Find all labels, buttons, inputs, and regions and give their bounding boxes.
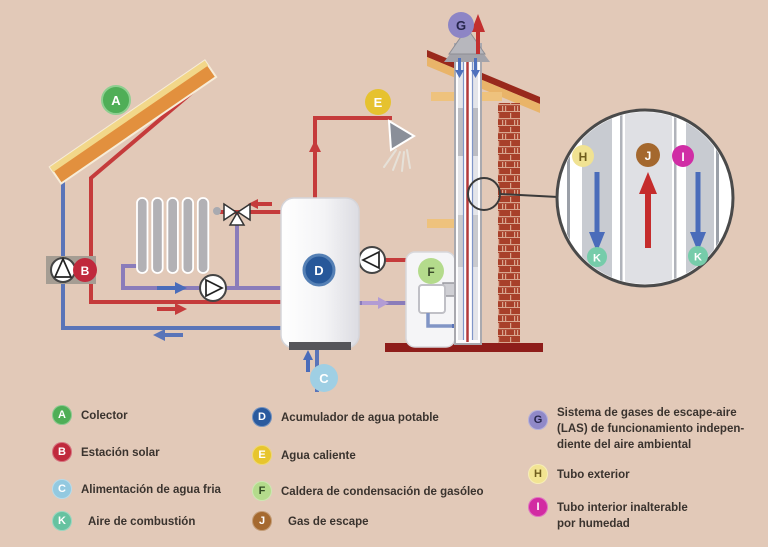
detail-arrow-air-right	[695, 172, 701, 234]
arrow-hot-right	[157, 303, 187, 315]
legend-item-las: G Sistema de gases de escape-aire (LAS) …	[528, 402, 744, 453]
marker-inner-tube	[672, 145, 694, 167]
shower-spray	[383, 149, 411, 172]
marker-tank-letter: D	[314, 263, 323, 278]
pipe-solar-hot	[89, 76, 281, 304]
legend-badge-I: I	[528, 497, 548, 517]
marker-combustion-air-left-letter: K	[593, 253, 601, 265]
brick-wall	[498, 103, 520, 345]
boiler-panel	[418, 284, 446, 314]
callout-line	[499, 193, 559, 198]
marker-outer-tube-letter: H	[579, 150, 588, 164]
legend-item-tubo-interior: I Tubo interior inalterable por humedad	[528, 497, 688, 532]
arrow-exhaust-up	[471, 14, 485, 54]
boiler-pump-rotor	[361, 250, 380, 270]
storage-tank-base	[289, 342, 351, 350]
legend-label-las-line2: (LAS) de funcionamiento indepen-	[557, 423, 745, 435]
legend-item-caldera: F Caldera de condensación de gasóleo	[252, 481, 484, 501]
legend-badge-A: A	[52, 405, 72, 425]
marker-hot-water	[365, 89, 391, 115]
marker-cold-water	[310, 364, 338, 392]
arrow-return-right	[157, 282, 187, 294]
marker-solar-station-letter: B	[81, 264, 90, 278]
marker-combustion-air-right-letter: K	[694, 252, 702, 264]
marker-exhaust-gas	[636, 143, 660, 167]
legend-item-agua-caliente: E Agua caliente	[252, 445, 356, 465]
legend-label-agua-fria: Alimentación de agua fria	[81, 484, 221, 496]
arrow-cold-left	[153, 329, 183, 341]
legend-item-tubo-exterior: H Tubo exterior	[528, 464, 630, 484]
legend-badge-K: K	[52, 511, 72, 531]
marker-las-system	[448, 12, 474, 38]
marker-boiler	[418, 258, 444, 284]
arrow-riser-up	[309, 140, 321, 168]
legend-label-las-line3: diente del aire ambiental	[557, 439, 692, 451]
legend-item-aire-combustion: K Aire de combustión	[52, 511, 195, 531]
marker-tank	[302, 253, 336, 287]
detail-arrow-air-left	[594, 172, 600, 234]
marker-solar-station	[73, 258, 97, 282]
legend-badge-H: H	[528, 464, 548, 484]
legend-badge-J: J	[252, 511, 272, 531]
legend-item-acumulador: D Acumulador de agua potable	[252, 407, 439, 427]
detail-arrow-exhaust	[645, 192, 651, 248]
legend-label-las-line1: Sistema de gases de escape-aire	[557, 407, 737, 419]
marker-inner-tube-letter: I	[681, 150, 684, 164]
ceiling-beam-lower	[427, 219, 473, 228]
legend-label-tubo-interior-line2: por humedad	[557, 518, 630, 530]
schematic-canvas: A B D C E F	[46, 12, 735, 392]
arrow-cold-feed-up	[303, 350, 313, 372]
legend-badge-B: B	[52, 442, 72, 462]
legend-label-estacion-solar: Estación solar	[81, 447, 160, 459]
marker-collector	[101, 85, 131, 115]
pipe-solar-cold	[61, 176, 281, 330]
legend-label-gas-escape: Gas de escape	[288, 516, 369, 528]
shower-head	[387, 119, 416, 152]
legend-label-agua-caliente: Agua caliente	[281, 450, 356, 462]
legend-label-las: Sistema de gases de escape-aire (LAS) de…	[557, 402, 744, 453]
radiator-connector-dot	[213, 207, 221, 215]
marker-combustion-air-right	[688, 246, 708, 266]
pipe-hot-water-riser	[313, 116, 392, 200]
legend-label-colector: Colector	[81, 410, 128, 422]
solar-station-pump-rotor	[53, 256, 73, 278]
legend-label-tubo-exterior: Tubo exterior	[557, 469, 630, 481]
marker-hot-water-letter: E	[374, 95, 383, 110]
legend-item-agua-fria: C Alimentación de agua fria	[52, 479, 221, 499]
legend-label-tubo-interior: Tubo interior inalterable por humedad	[557, 497, 688, 532]
legend-item-gas-escape: J Gas de escape	[252, 511, 369, 531]
arrow-supply-left	[248, 199, 272, 209]
legend-label-caldera: Caldera de condensación de gasóleo	[281, 486, 484, 498]
legend-label-acumulador: Acumulador de agua potable	[281, 412, 439, 424]
marker-boiler-letter: F	[427, 265, 434, 279]
marker-combustion-air-left	[587, 247, 607, 267]
roof-beam	[427, 57, 540, 113]
legend-badge-F: F	[252, 481, 272, 501]
legend-badge-D: D	[252, 407, 272, 427]
legend-item-colector: A Colector	[52, 405, 128, 425]
legend-label-tubo-interior-line1: Tubo interior inalterable	[557, 502, 688, 514]
marker-las-system-letter: G	[456, 18, 466, 33]
marker-cold-water-letter: C	[319, 371, 329, 386]
solar-collector	[48, 59, 218, 185]
radiator	[136, 197, 210, 274]
marker-collector-letter: A	[111, 93, 121, 108]
legend-badge-E: E	[252, 445, 272, 465]
legend-badge-G: G	[528, 410, 548, 430]
marker-outer-tube	[572, 145, 594, 167]
floor	[385, 343, 543, 352]
mixing-valve	[223, 202, 251, 226]
arrow-boiler-return-right	[362, 297, 389, 309]
marker-exhaust-gas-letter: J	[645, 149, 652, 163]
legend-badge-C: C	[52, 479, 72, 499]
heating-pump-rotor	[205, 278, 224, 298]
arrow-intake-left	[455, 58, 464, 78]
legend-label-aire-combustion: Aire de combustión	[88, 516, 196, 528]
arrow-intake-right	[471, 58, 480, 78]
legend-item-estacion-solar: B Estación solar	[52, 442, 160, 462]
